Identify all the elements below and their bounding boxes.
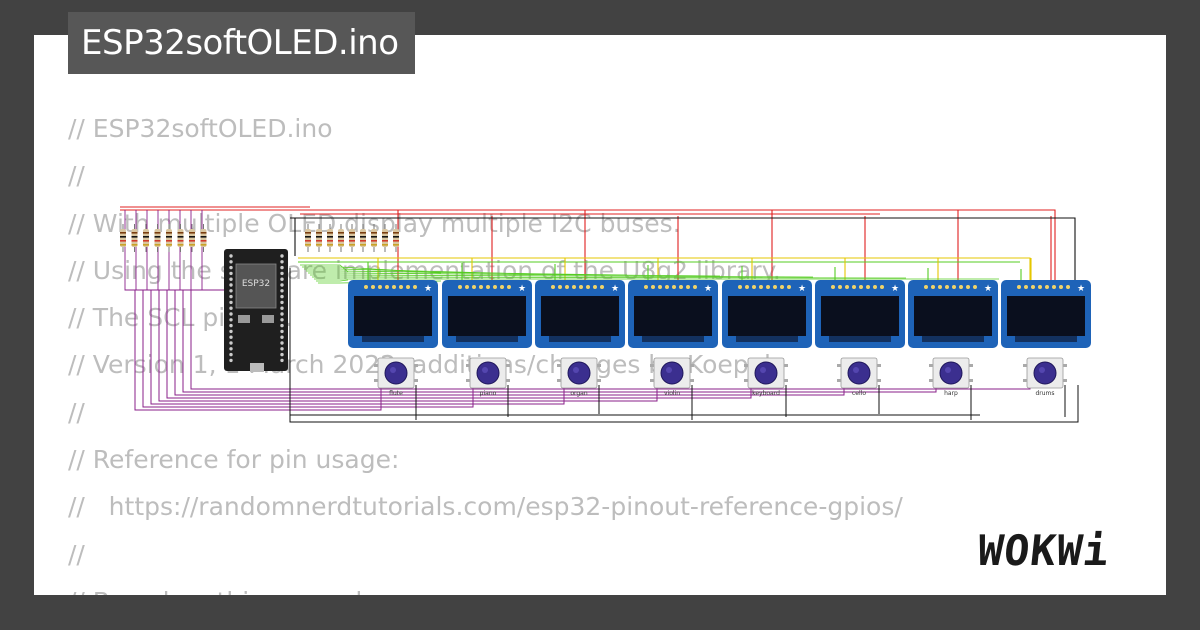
wire <box>312 276 907 279</box>
resistor <box>166 224 172 252</box>
wire <box>310 274 814 278</box>
button-label: harp <box>944 390 958 397</box>
wire <box>304 268 535 275</box>
code-line: // <box>68 397 85 427</box>
pushbutton-drums: drums <box>1023 357 1067 397</box>
star-icon: ★ <box>984 284 992 294</box>
wire <box>298 257 1031 290</box>
star-icon: ★ <box>518 284 526 294</box>
code-line: // Based on this example... <box>68 578 903 595</box>
pushbutton-harp: harp <box>929 357 973 397</box>
resistor <box>393 224 399 252</box>
wire <box>158 290 658 402</box>
esp32-board: ESP32 <box>224 249 288 372</box>
wire <box>289 268 1079 423</box>
pushbutton-organ: organ <box>557 357 601 397</box>
oled-display: ★ <box>722 280 812 348</box>
resistor <box>120 224 126 252</box>
resistor <box>316 224 322 252</box>
resistor <box>177 224 184 252</box>
resistor <box>338 224 344 252</box>
pushbutton-flute: flute <box>374 357 418 397</box>
button-label: keyboard <box>752 390 780 397</box>
wire <box>174 290 845 396</box>
wire <box>120 209 1056 290</box>
wire <box>142 290 474 408</box>
resistor <box>143 224 149 252</box>
wire <box>146 210 230 291</box>
wire <box>179 210 230 291</box>
wires <box>120 206 1079 423</box>
resistor <box>131 224 138 252</box>
wokwi-logo: WOKWi <box>975 526 1113 575</box>
wire <box>135 210 230 291</box>
code-line: // <box>68 539 85 569</box>
wire <box>300 264 349 273</box>
wire <box>124 210 230 291</box>
resistor <box>360 224 366 252</box>
pushbutton-cello: cello <box>837 357 881 397</box>
resistor <box>200 224 207 252</box>
oled-display: ★ <box>628 280 718 348</box>
pushbutton-violin: violin <box>650 357 694 397</box>
oled-display: ★ <box>1001 280 1091 348</box>
wire <box>316 279 349 282</box>
button-label: piano <box>480 390 497 397</box>
resistor <box>189 224 195 252</box>
oled-display: ★ <box>348 280 438 348</box>
board-label: ESP32 <box>242 279 270 289</box>
resistor <box>371 224 377 252</box>
code-line: // https://randomnerdtutorials.com/esp32… <box>68 492 903 522</box>
oled-display: ★ <box>908 280 998 348</box>
code-line: // Reference for pin usage: <box>68 445 400 475</box>
star-icon: ★ <box>891 284 899 294</box>
preview-card: // ESP32softOLED.ino//// With multiple O… <box>34 35 1166 595</box>
oled-display: ★ <box>815 280 905 348</box>
button-label: violin <box>664 390 680 397</box>
button-label: drums <box>1035 390 1054 397</box>
code-line: // <box>68 161 85 191</box>
resistor <box>327 224 333 252</box>
button-label: flute <box>389 390 403 397</box>
star-icon: ★ <box>424 284 432 294</box>
file-title: ESP32softOLED.ino <box>68 12 415 74</box>
resistor <box>305 224 311 252</box>
wire <box>168 210 230 291</box>
button-label: organ <box>570 390 588 397</box>
resistor <box>382 224 388 252</box>
circuit-diagram: ESP32 ★ ★ ★ ★ ★ ★ ★ ★ flute piano organ violin keyboa… <box>120 206 1091 423</box>
resistor <box>349 224 355 252</box>
star-icon: ★ <box>704 284 712 294</box>
oled-display: ★ <box>535 280 625 348</box>
star-icon: ★ <box>798 284 806 294</box>
star-icon: ★ <box>611 284 619 294</box>
wire <box>290 217 1076 290</box>
resistor <box>154 224 161 252</box>
oled-display: ★ <box>442 280 532 348</box>
wire <box>306 270 628 276</box>
pushbutton-keyboard: keyboard <box>744 357 788 397</box>
star-icon: ★ <box>1077 284 1085 294</box>
wire <box>308 272 721 277</box>
pushbutton-piano: piano <box>466 357 510 397</box>
button-label: cello <box>852 390 866 397</box>
code-line: // ESP32softOLED.ino <box>68 114 333 143</box>
